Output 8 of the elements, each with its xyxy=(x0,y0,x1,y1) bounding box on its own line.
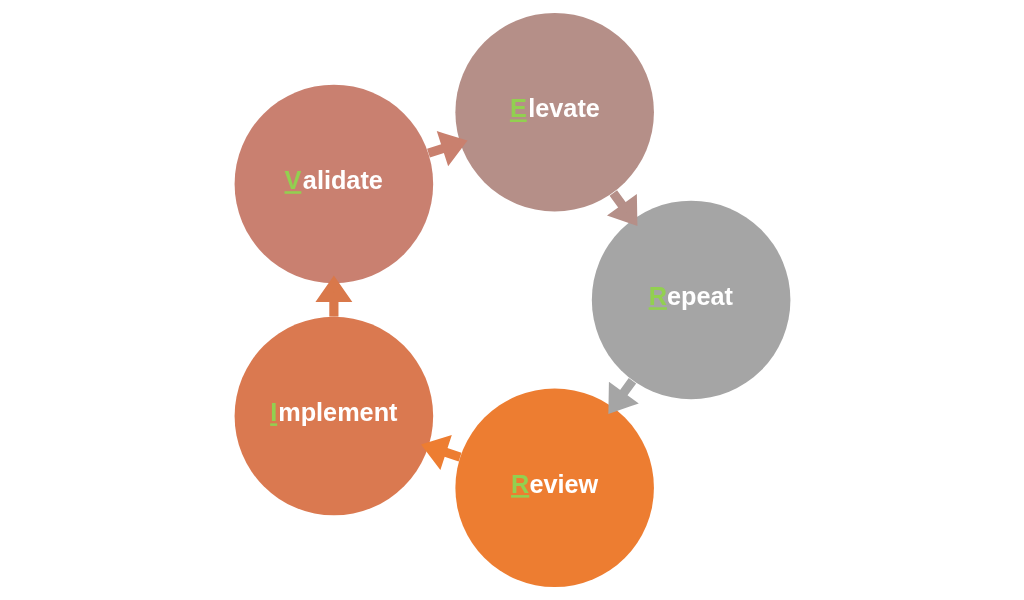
node-circle: Implement xyxy=(234,316,433,516)
node-circle: Validate xyxy=(234,84,433,284)
arrow xyxy=(420,434,461,471)
node-circle: Review xyxy=(454,388,654,588)
arrow xyxy=(426,131,468,167)
arrow xyxy=(606,190,637,227)
arrow xyxy=(314,275,352,317)
arrow xyxy=(607,378,639,414)
